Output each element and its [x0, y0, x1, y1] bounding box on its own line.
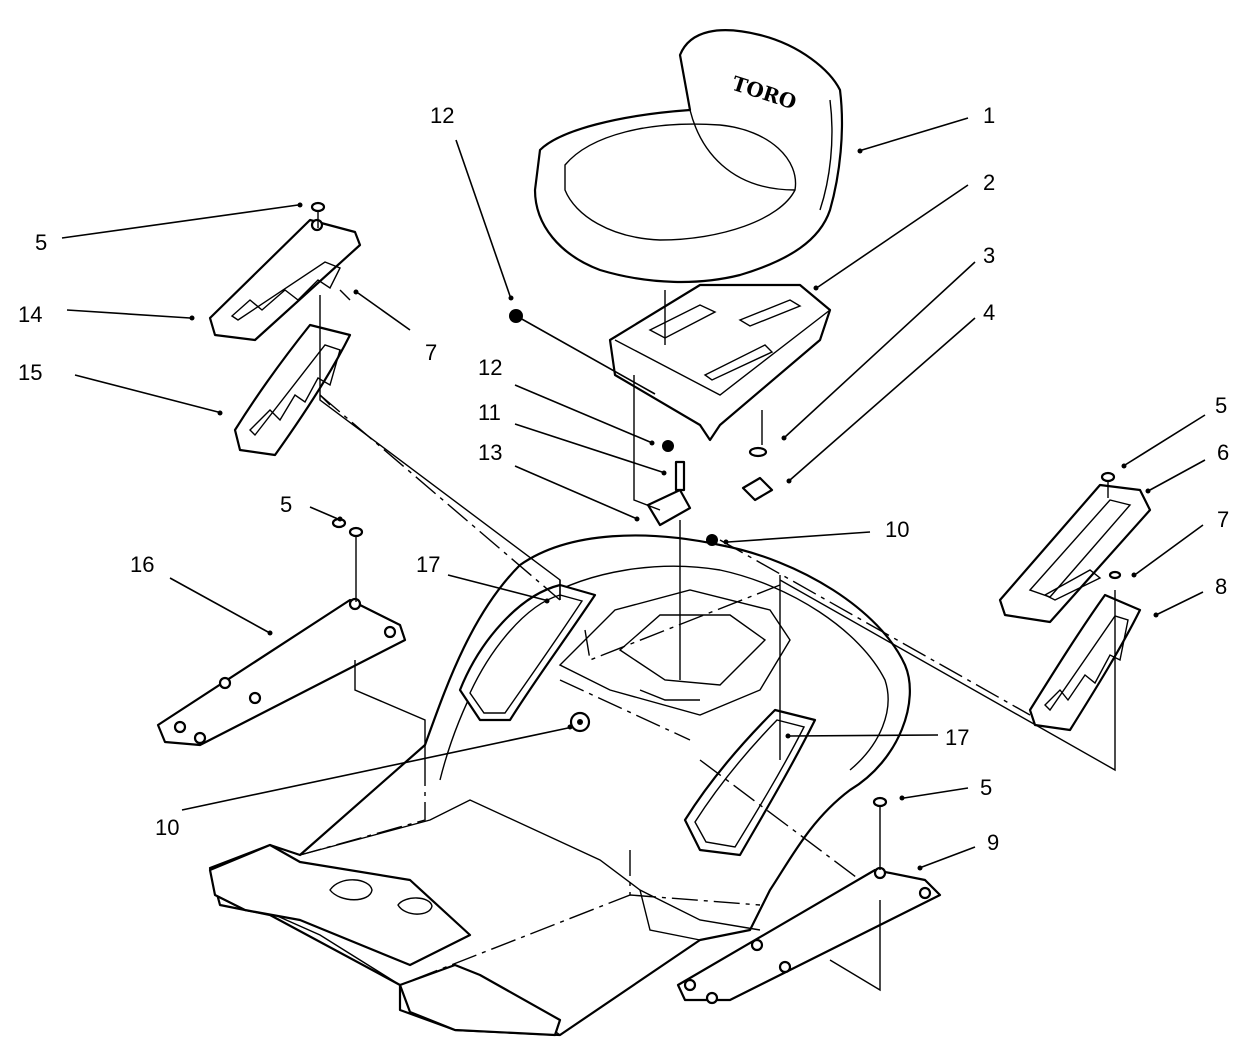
plate-14 [208, 218, 362, 342]
seat-bracket [608, 283, 832, 442]
hardware [310, 201, 1122, 870]
callout-14: 14 [18, 302, 42, 327]
callout-3: 3 [983, 243, 995, 268]
fender-body [208, 534, 911, 1037]
foot-plate-16 [156, 597, 407, 747]
leader-lines [61, 117, 1206, 871]
plate-8 [1028, 593, 1142, 732]
callout-labels: 1 2 3 4 5 5 5 5 6 7 7 8 9 10 10 11 12 12… [18, 103, 1229, 855]
callout-5: 5 [980, 775, 992, 800]
callout-6: 6 [1217, 440, 1229, 465]
callout-5: 5 [280, 492, 292, 517]
callout-7: 7 [1217, 507, 1229, 532]
callout-17: 17 [416, 552, 440, 577]
callout-12: 12 [478, 355, 502, 380]
callout-13: 13 [478, 440, 502, 465]
callout-5: 5 [35, 230, 47, 255]
callout-1: 1 [983, 103, 995, 128]
callout-15: 15 [18, 360, 42, 385]
assembly-lines [299, 289, 1116, 992]
callout-2: 2 [983, 170, 995, 195]
callout-7: 7 [425, 340, 437, 365]
callout-17: 17 [945, 725, 969, 750]
callout-10: 10 [885, 517, 909, 542]
callout-16: 16 [130, 552, 154, 577]
callout-8: 8 [1215, 574, 1227, 599]
plate-6 [998, 483, 1152, 624]
callout-5: 5 [1215, 393, 1227, 418]
plate-15 [233, 323, 352, 457]
callout-9: 9 [987, 830, 999, 855]
callout-4: 4 [983, 300, 995, 325]
callout-12: 12 [430, 103, 454, 128]
seat: TORO [533, 29, 844, 284]
callout-11: 11 [478, 400, 501, 425]
callout-10: 10 [155, 815, 179, 840]
